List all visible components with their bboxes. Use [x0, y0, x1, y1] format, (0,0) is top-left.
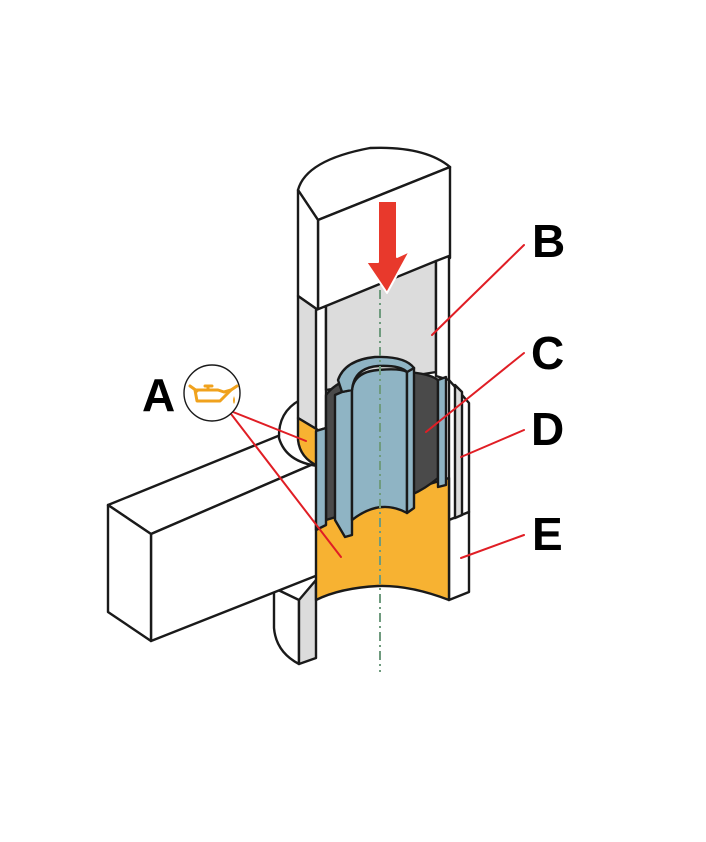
horizontal-arm	[106, 434, 320, 643]
leader-c	[425, 352, 525, 433]
bore	[296, 254, 451, 433]
label-d: D	[531, 403, 564, 455]
leader-d	[460, 429, 525, 458]
outer-housing	[447, 378, 471, 602]
label-c: C	[531, 327, 564, 379]
leader-lines	[227, 244, 525, 559]
label-a: A	[142, 369, 175, 421]
leader-e	[460, 534, 525, 559]
oil-can-icon	[188, 384, 239, 403]
leader-a-lower	[227, 409, 342, 558]
label-b: B	[532, 215, 565, 267]
leader-a-upper	[227, 409, 307, 442]
label-e: E	[532, 508, 563, 560]
down-arrow-icon	[365, 200, 411, 294]
lower-collar	[272, 578, 318, 666]
oil-can-badge	[183, 364, 241, 422]
leader-b	[431, 244, 525, 336]
outer-sleeve	[314, 375, 448, 532]
